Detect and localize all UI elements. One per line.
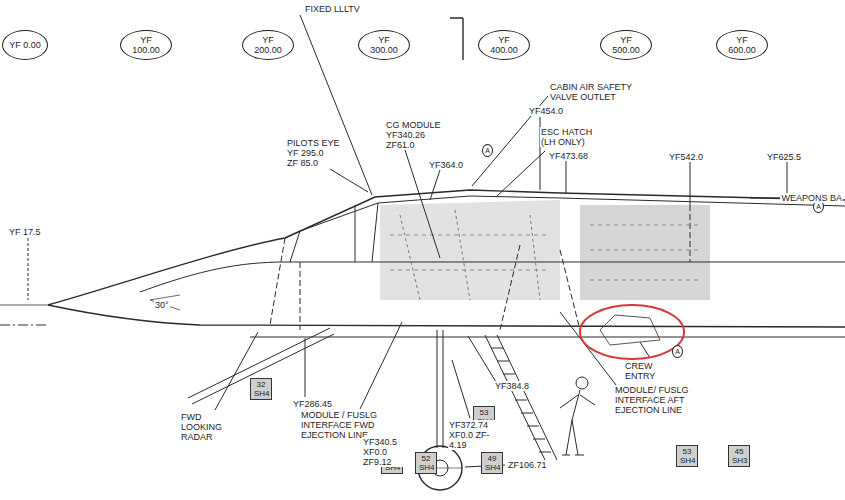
callout-label: WEAPONS BA: [780, 193, 843, 203]
callout-label: MODULE/ FUSLG INTERFACE AFT EJECTION LIN…: [614, 385, 728, 415]
station-oval: YF 300.00: [358, 30, 410, 60]
node-text: 32 SH4: [254, 380, 268, 398]
callout-label: YF542.0: [668, 152, 704, 162]
station-oval: YF 400.00: [478, 30, 530, 60]
node-text: YF 600.00: [722, 35, 762, 55]
callout-label: YF340.5 XF0.0 ZF9.12: [362, 437, 406, 467]
section-ref: 32 SH4: [250, 378, 272, 400]
callout-label: YF372.74 XF0.0 ZF-4.19: [448, 420, 498, 450]
node-text: 52 SH4: [419, 454, 433, 472]
callout-label: YF340.26: [385, 130, 426, 140]
node-text: YF 100.00: [126, 35, 166, 55]
station-oval: YF 600.00: [716, 30, 768, 60]
view-marker: A: [482, 144, 493, 157]
node-text: YF 300.00: [364, 35, 404, 55]
callout-label: ZF61.0: [385, 140, 416, 150]
callout-label: YF 295.0: [286, 148, 325, 158]
section-ref: 53 SH4: [676, 445, 698, 467]
callout-label: YF 17.5: [8, 227, 42, 237]
node-text: A: [816, 202, 821, 212]
node-text: 45 SH3: [732, 447, 746, 465]
section-ref: 45 SH3: [728, 445, 750, 467]
callout-label: YF473.68: [548, 151, 589, 161]
station-oval: YF 200.00: [242, 30, 294, 60]
callout-label: YF625.5: [766, 152, 802, 162]
callout-label: 30°: [154, 300, 170, 310]
callout-label: YF454.0: [528, 106, 564, 116]
node-text: YF 200.00: [248, 35, 288, 55]
node-text: YF 400.00: [484, 35, 524, 55]
callout-label: ESC HATCH (LH ONLY): [540, 127, 604, 147]
station-oval: YF 0.00: [2, 30, 48, 60]
station-oval: YF 100.00: [120, 30, 172, 60]
callout-label: CREW ENTRY: [624, 361, 662, 381]
node-text: 49 SH4: [485, 454, 499, 472]
node-text: A: [485, 146, 490, 156]
callout-label: YF286.45: [292, 399, 333, 409]
section-ref: 49 SH4: [481, 452, 503, 474]
callout-label: PILOTS EYE: [286, 138, 341, 148]
callout-label: FWD LOOKING RADAR: [180, 412, 244, 442]
view-marker: A: [672, 345, 683, 358]
station-oval: YF 500.00: [600, 30, 652, 60]
callout-label: CABIN AIR SAFETY VALVE OUTLET: [549, 82, 636, 102]
callout-label: YF384.8: [494, 381, 530, 391]
node-text: A: [675, 347, 680, 357]
callout-label: ZF106.71: [507, 460, 548, 470]
node-text: YF 500.00: [606, 35, 646, 55]
callout-label: CG MODULE: [385, 120, 442, 130]
node-text: YF 0.00: [9, 40, 41, 50]
callout-label: FIXED LLLTV: [304, 4, 361, 14]
node-text: 53 SH4: [680, 447, 694, 465]
section-ref: 52 SH4: [415, 452, 437, 474]
callout-label: YF364.0: [428, 160, 464, 170]
callout-label: ZF 85.0: [286, 158, 319, 168]
callout-label: MODULE / FUSLG INTERFACE FWD EJECTION LI…: [300, 410, 420, 440]
